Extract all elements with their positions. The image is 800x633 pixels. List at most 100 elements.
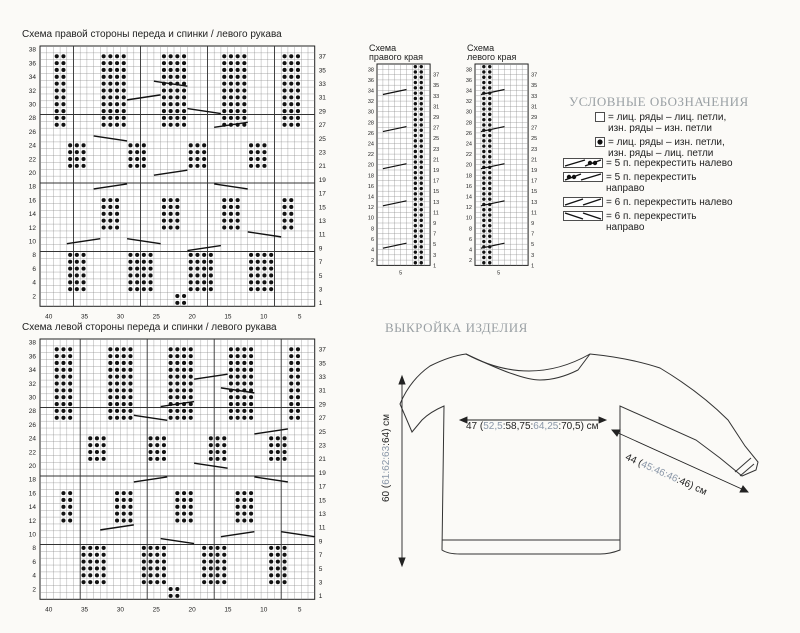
purl-stitch bbox=[175, 395, 180, 400]
row-label: 15 bbox=[319, 497, 327, 504]
purl-stitch bbox=[161, 102, 166, 107]
purl-stitch bbox=[242, 360, 247, 366]
purl-stitch bbox=[228, 211, 233, 216]
purl-stitch bbox=[108, 415, 113, 420]
purl-stitch bbox=[182, 347, 187, 352]
row-label: 4 bbox=[469, 248, 472, 254]
purl-stitch bbox=[413, 197, 418, 201]
purl-stitch bbox=[282, 443, 287, 448]
purl-stitch bbox=[228, 67, 233, 73]
purl-stitch bbox=[295, 395, 301, 400]
row-label: 13 bbox=[531, 200, 537, 206]
purl-stitch bbox=[289, 381, 294, 386]
purl-stitch bbox=[289, 88, 294, 93]
purl-stitch bbox=[202, 559, 207, 564]
purl-stitch bbox=[282, 54, 287, 59]
purl-stitch bbox=[141, 252, 146, 257]
purl-stitch bbox=[488, 208, 492, 212]
purl-stitch bbox=[68, 402, 73, 407]
cross-5-left-icon bbox=[563, 158, 603, 168]
purl-stitch bbox=[488, 218, 492, 223]
row-label: 32 bbox=[466, 99, 472, 105]
purl-stitch bbox=[121, 518, 126, 523]
row-label: 28 bbox=[29, 408, 37, 415]
purl-stitch bbox=[419, 86, 423, 90]
purl-stitch bbox=[289, 360, 294, 366]
purl-stitch bbox=[228, 415, 233, 420]
purl-stitch bbox=[88, 559, 93, 564]
purl-stitch bbox=[215, 436, 220, 441]
cable-cross bbox=[214, 121, 248, 128]
row-label: 29 bbox=[319, 401, 327, 408]
column-label: 30 bbox=[117, 313, 125, 320]
row-label: 8 bbox=[371, 226, 374, 232]
purl-stitch bbox=[419, 165, 423, 170]
purl-stitch bbox=[155, 559, 160, 564]
purl-stitch bbox=[101, 88, 106, 93]
purl-stitch bbox=[168, 354, 173, 359]
purl-stitch bbox=[208, 580, 213, 585]
purl-stitch bbox=[289, 54, 294, 59]
purl-stitch bbox=[188, 402, 193, 407]
purl-stitch bbox=[121, 347, 126, 352]
row-label: 23 bbox=[319, 149, 327, 156]
purl-stitch bbox=[488, 75, 492, 79]
purl-stitch bbox=[81, 580, 86, 585]
purl-stitch bbox=[74, 163, 79, 168]
purl-stitch bbox=[88, 545, 93, 550]
purl-stitch bbox=[175, 61, 180, 66]
purl-stitch bbox=[101, 580, 106, 585]
purl-stitch bbox=[235, 491, 240, 496]
purl-stitch bbox=[295, 408, 301, 413]
purl-stitch bbox=[115, 225, 120, 230]
purl-stitch bbox=[488, 133, 492, 138]
purl-stitch bbox=[482, 192, 486, 196]
row-label: 30 bbox=[29, 102, 37, 109]
purl-stitch bbox=[175, 497, 180, 503]
purl-stitch bbox=[61, 67, 66, 73]
purl-stitch bbox=[255, 143, 260, 148]
row-label: 27 bbox=[531, 126, 537, 132]
purl-stitch bbox=[121, 354, 126, 359]
row-label: 16 bbox=[466, 184, 472, 190]
purl-stitch bbox=[115, 211, 120, 216]
purl-stitch bbox=[121, 395, 126, 400]
purl-stitch bbox=[242, 402, 247, 407]
purl-stitch bbox=[81, 150, 86, 155]
purl-stitch bbox=[282, 436, 287, 441]
row-label: 18 bbox=[368, 173, 374, 179]
purl-stitch bbox=[115, 491, 120, 496]
purl-stitch bbox=[88, 456, 93, 461]
purl-stitch bbox=[482, 139, 486, 143]
purl-stitch bbox=[68, 252, 73, 257]
width-dimension: 47 (52,5:58,75:64,25:70,5) см bbox=[466, 421, 599, 432]
purl-stitch bbox=[419, 261, 423, 265]
purl-stitch bbox=[115, 109, 120, 114]
purl-stitch bbox=[188, 259, 193, 264]
row-label: 19 bbox=[319, 470, 327, 477]
purl-stitch bbox=[161, 74, 166, 79]
row-label: 12 bbox=[466, 205, 472, 211]
purl-stitch bbox=[215, 566, 220, 571]
row-label: 8 bbox=[32, 252, 36, 259]
row-label: 15 bbox=[433, 189, 439, 195]
purl-stitch bbox=[289, 95, 294, 100]
purl-stitch bbox=[262, 163, 267, 168]
purl-stitch bbox=[413, 202, 418, 207]
legend-title: УСЛОВНЫЕ ОБОЗНАЧЕНИЯ bbox=[569, 94, 749, 109]
purl-stitch bbox=[61, 102, 66, 107]
purl-stitch bbox=[161, 54, 166, 59]
purl-stitch bbox=[182, 293, 187, 299]
purl-stitch bbox=[81, 143, 86, 148]
purl-stitch bbox=[115, 95, 120, 100]
purl-stitch bbox=[255, 150, 260, 155]
row-label: 3 bbox=[319, 579, 323, 586]
purl-stitch bbox=[161, 95, 166, 100]
purl-stitch bbox=[269, 280, 274, 285]
purl-stitch bbox=[222, 580, 227, 585]
purl-stitch bbox=[121, 511, 126, 516]
purl-stitch bbox=[228, 74, 233, 79]
purl-stitch bbox=[108, 74, 113, 79]
purl-stitch bbox=[61, 408, 66, 413]
purl-stitch bbox=[482, 155, 486, 159]
